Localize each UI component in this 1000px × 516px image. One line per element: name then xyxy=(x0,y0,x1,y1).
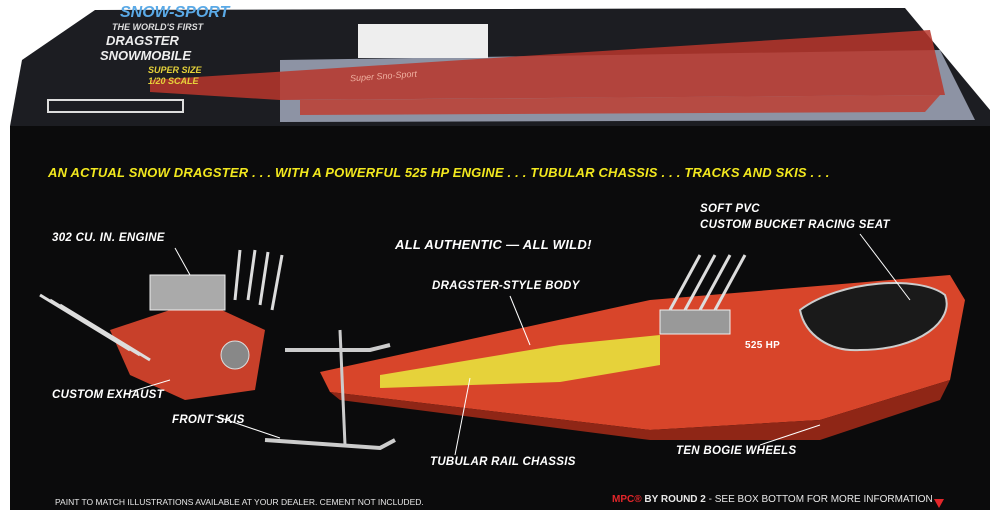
engine-carbs xyxy=(149,274,226,311)
callout-seat-line2: CUSTOM BUCKET RACING SEAT xyxy=(700,219,890,231)
callout-skis: FRONT SKIS xyxy=(172,414,245,426)
engine-stacks xyxy=(39,249,284,362)
footer-disclaimer: PAINT TO MATCH ILLUSTRATIONS AVAILABLE A… xyxy=(55,497,424,507)
mpc-brand: MPC® xyxy=(612,494,642,505)
front-ski-upper xyxy=(285,343,391,352)
box-top-sled-red xyxy=(150,30,945,100)
sled-hp-label: 525 HP xyxy=(745,340,781,351)
front-ski-lower xyxy=(264,438,396,451)
callout-exhaust: CUSTOM EXHAUST xyxy=(52,389,164,401)
callout-lines xyxy=(129,233,911,456)
box-top-brand: SNOW-SPORT xyxy=(120,4,230,21)
callout-chassis: TUBULAR RAIL CHASSIS xyxy=(430,456,576,468)
box-top-scale-1: SUPER SIZE xyxy=(148,65,202,75)
box-top-tagline: THE WORLD'S FIRST xyxy=(112,22,204,32)
footer-info: - SEE BOX BOTTOM FOR MORE INFORMATION xyxy=(705,494,933,505)
box-top-title-2: SNOWMOBILE xyxy=(100,48,191,63)
headline: AN ACTUAL SNOW DRAGSTER . . . WITH A POW… xyxy=(48,165,830,180)
tubular-chassis-yellow xyxy=(380,335,660,388)
box-top-title-1: DRAGSTER xyxy=(106,33,179,48)
sled-engine xyxy=(659,309,731,335)
callout-body: DRAGSTER-STYLE BODY xyxy=(432,280,580,292)
box-top-logo xyxy=(47,99,184,113)
down-arrow-icon xyxy=(934,499,944,508)
sled-body-shadow xyxy=(330,380,950,440)
sled-exhaust-pipes xyxy=(668,254,747,311)
engine-block xyxy=(110,300,265,400)
footer-brand-line: MPC® BY ROUND 2 - SEE BOX BOTTOM FOR MOR… xyxy=(612,494,933,505)
callout-wheels: TEN BOGIE WHEELS xyxy=(676,445,797,457)
round2-brand: BY ROUND 2 xyxy=(644,494,706,505)
callout-seat-line1: SOFT PVC xyxy=(700,203,760,215)
box-top-sled-bottom xyxy=(300,95,940,115)
slogan: ALL AUTHENTIC — ALL WILD! xyxy=(395,237,592,252)
engine-pulley xyxy=(220,340,250,370)
callout-engine: 302 CU. IN. ENGINE xyxy=(52,232,165,244)
box-top-scale-2: 1/20 SCALE xyxy=(148,76,199,86)
box-top-feature-card xyxy=(358,24,488,58)
